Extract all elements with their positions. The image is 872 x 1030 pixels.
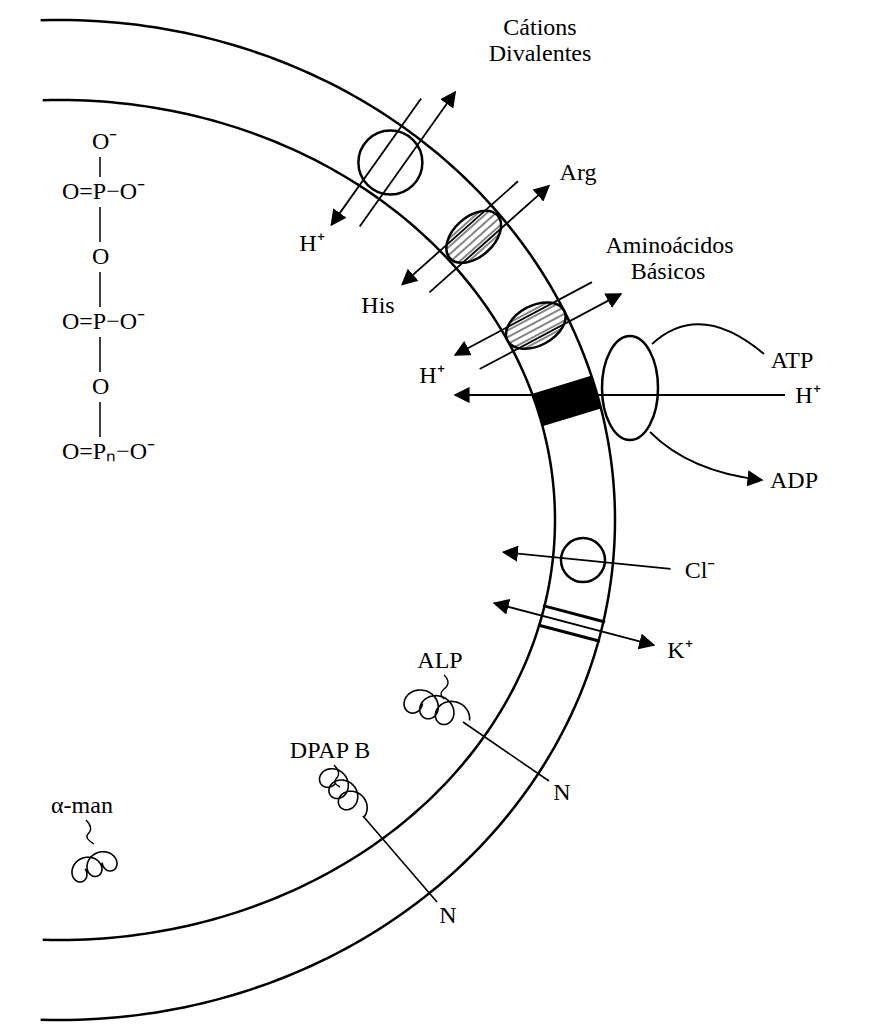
transport-arrow bbox=[360, 92, 455, 227]
transport-arrow bbox=[331, 98, 421, 224]
alpha-mannosidase-protein bbox=[72, 852, 117, 882]
molecule-label: ADP bbox=[770, 467, 818, 493]
ion-label: Cátions Divalentes bbox=[475, 14, 605, 67]
potassium-channel-wall bbox=[538, 625, 600, 641]
chemical-bond bbox=[99, 157, 101, 177]
membrane-anchor bbox=[463, 722, 549, 781]
chemical-bond bbox=[99, 272, 101, 307]
dpap-b-tail bbox=[334, 765, 340, 787]
terminus-label: N bbox=[553, 779, 570, 805]
ion-label: H⁺ bbox=[419, 362, 444, 388]
outer-membrane-line bbox=[41, 20, 615, 1020]
transport-arrow bbox=[503, 552, 670, 569]
amino-acid-label: His bbox=[361, 292, 394, 318]
molecule-label: ATP bbox=[771, 347, 814, 373]
proton-pump-arrow bbox=[455, 394, 785, 396]
protein-label: ALP bbox=[417, 647, 462, 673]
ion-label: H⁺ bbox=[795, 382, 820, 408]
atpase-catalytic-sector bbox=[602, 336, 658, 440]
chemical-bond bbox=[99, 402, 101, 437]
ion-label: Cl⁻ bbox=[685, 557, 716, 583]
formula-line: O⁻ bbox=[92, 128, 117, 154]
adp-curve bbox=[650, 432, 762, 480]
cation-transporter bbox=[358, 131, 422, 195]
formula-line: O=P−O⁻ bbox=[62, 178, 145, 204]
atp-curve bbox=[652, 324, 764, 354]
terminus-label: N bbox=[439, 902, 456, 928]
amino-acid-transporter bbox=[437, 201, 511, 273]
transport-arrow bbox=[429, 186, 548, 292]
membrane-anchor bbox=[363, 816, 437, 902]
atpase-membrane-sector bbox=[532, 376, 601, 427]
transport-arrow bbox=[455, 282, 592, 355]
chemical-bond bbox=[99, 337, 101, 372]
illustration bbox=[41, 20, 785, 1020]
formula-line: O=P−O⁻ bbox=[62, 308, 145, 334]
ion-label: K⁺ bbox=[667, 637, 692, 663]
protein-label: α-man bbox=[51, 792, 113, 818]
dpap-b-protein bbox=[319, 769, 367, 817]
alpha-man-tail bbox=[86, 820, 94, 844]
formula-line: O bbox=[92, 373, 109, 399]
amino-acid-label: Aminoácidos Básicos bbox=[606, 232, 731, 285]
potassium-channel-wall bbox=[543, 606, 605, 622]
formula-line: O=Pₙ−O⁻ bbox=[62, 438, 155, 464]
ion-label: H⁺ bbox=[299, 230, 324, 256]
transport-arrow bbox=[494, 603, 654, 645]
formula-line: O bbox=[92, 243, 109, 269]
protein-label: DPAP B bbox=[290, 737, 370, 763]
alp-protein bbox=[404, 690, 470, 725]
inner-membrane-line bbox=[43, 100, 555, 940]
amino-acid-label: Arg bbox=[560, 159, 597, 185]
transport-arrow bbox=[402, 181, 518, 284]
chemical-bond bbox=[99, 207, 101, 242]
alp-tail bbox=[441, 675, 448, 699]
